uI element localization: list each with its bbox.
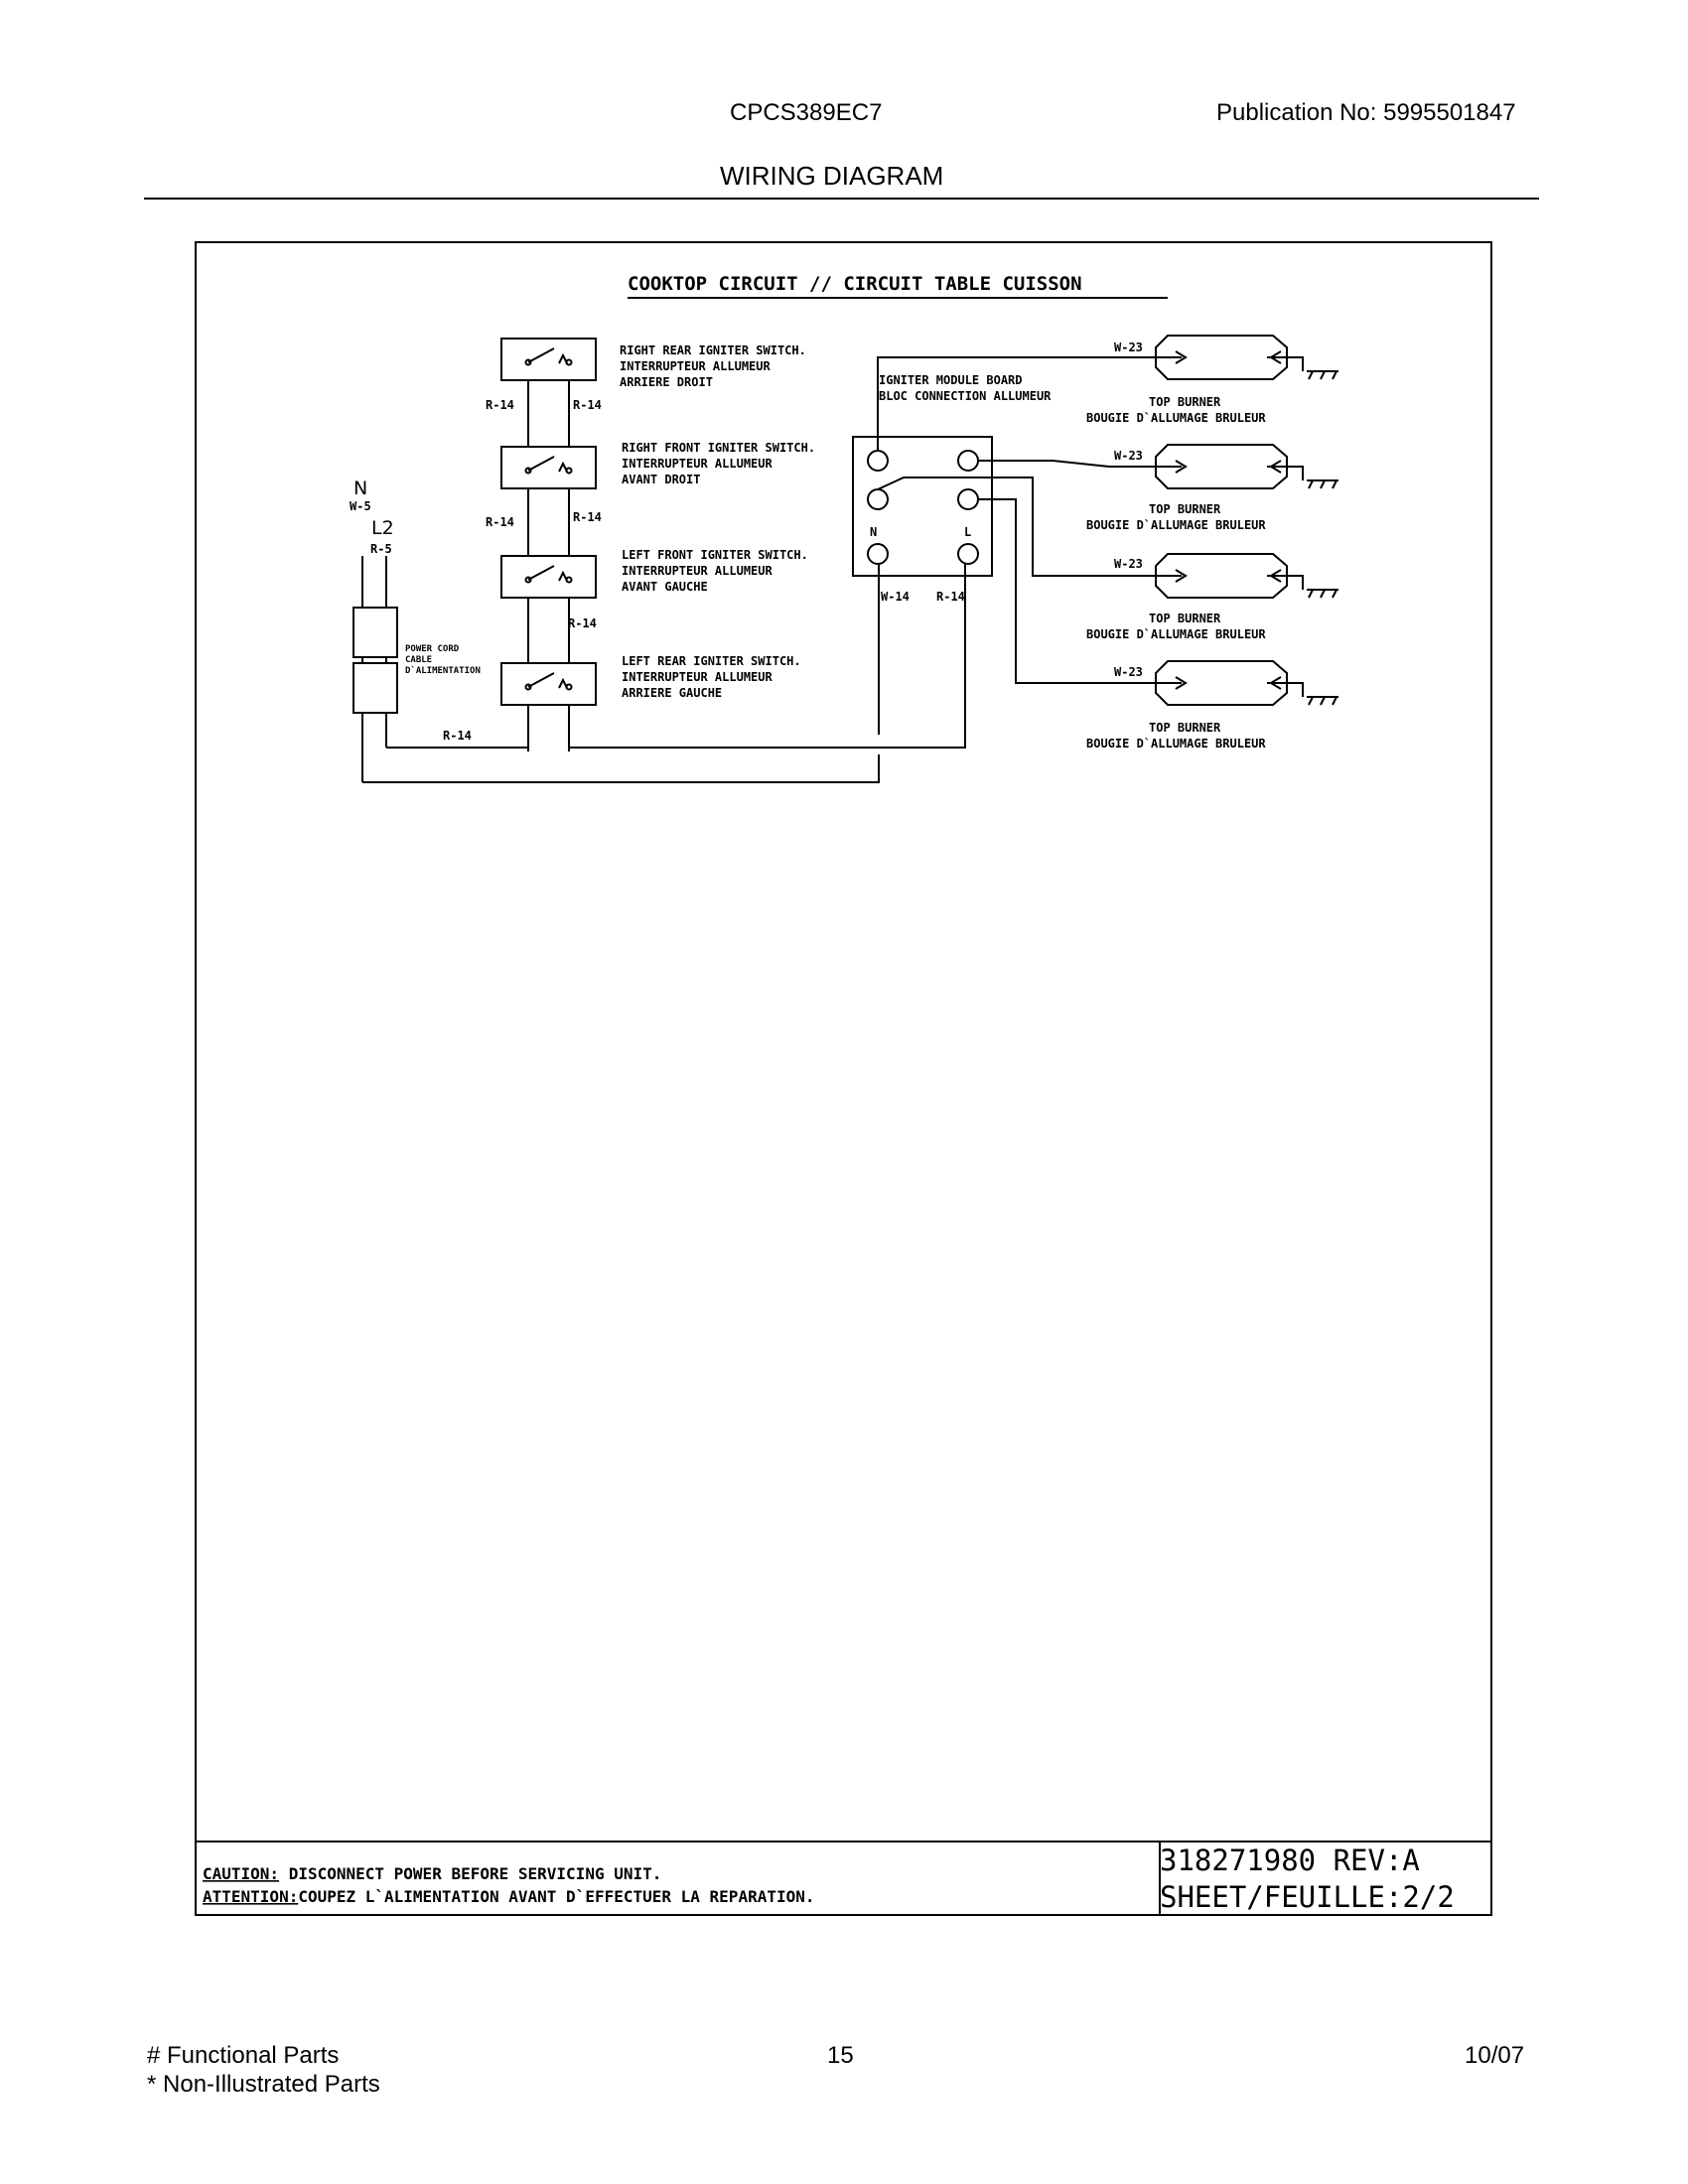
- module-labels: IGNITER MODULE BOARD BLOC CONNECTION ALL…: [870, 373, 1052, 539]
- burner-label-line: BOUGIE D`ALLUMAGE BRULEUR: [1086, 518, 1266, 532]
- revision-date: 10/07: [1465, 2042, 1525, 2069]
- switch-right-rear: [500, 338, 597, 381]
- sheet-number: SHEET/FEUILLE:2/2: [1160, 1880, 1455, 1914]
- wire-label-r14: R-14: [573, 398, 602, 412]
- wire-label-r14: R-14: [568, 616, 597, 630]
- page-number: 15: [827, 2042, 854, 2069]
- page-title: WIRING DIAGRAM: [720, 161, 944, 191]
- burner-label-line: TOP BURNER: [1149, 395, 1221, 409]
- switch-label-line: ARRIERE DROIT: [620, 375, 713, 389]
- wire-label-r14: R-14: [936, 590, 965, 604]
- publication-number: Publication No: 5995501847: [1216, 99, 1516, 126]
- diagram-frame: [195, 241, 1492, 1916]
- wire-label-r14: R-14: [486, 515, 514, 529]
- burner-label-line: TOP BURNER: [1149, 612, 1221, 625]
- power-cord-label-line: CABLE: [405, 655, 432, 665]
- switch-label-line: AVANT GAUCHE: [622, 580, 708, 594]
- wire-label-r5: R-5: [370, 542, 392, 556]
- header-divider: [144, 198, 1539, 200]
- burner-label-line: TOP BURNER: [1149, 502, 1221, 516]
- burner-electrode: [1109, 335, 1338, 380]
- module-terminal-n: N: [870, 525, 877, 539]
- switch-label-line: RIGHT REAR IGNITER SWITCH.: [620, 343, 806, 357]
- wire-label-w5: W-5: [350, 499, 371, 513]
- switch-left-front: [500, 555, 597, 599]
- burner-label-line: TOP BURNER: [1149, 721, 1221, 735]
- wire-label-r14: R-14: [573, 510, 602, 524]
- switch-right-front: [500, 446, 597, 489]
- module-terminal-l: L: [964, 525, 971, 539]
- attention-label: ATTENTION:: [203, 1887, 298, 1906]
- burner-wire-label: W-23: [1114, 557, 1143, 571]
- wire-label-w14: W-14: [881, 590, 910, 604]
- burner-labels: W-23 TOP BURNER BOUGIE D`ALLUMAGE BRULEU…: [1086, 341, 1266, 751]
- switch-left-rear: [500, 662, 597, 706]
- switch-column: [500, 338, 597, 751]
- attention-line: ATTENTION:COUPEZ L`ALIMENTATION AVANT D`…: [203, 1887, 815, 1906]
- caution-block: CAUTION: DISCONNECT POWER BEFORE SERVICI…: [203, 1864, 815, 1906]
- non-illustrated-note: * Non-Illustrated Parts: [147, 2071, 380, 2098]
- wire-label-r14: R-14: [486, 398, 514, 412]
- burner-electrode: [1109, 444, 1338, 489]
- switch-label-line: INTERRUPTEUR ALLUMEUR: [622, 457, 773, 471]
- burner-wire-label: W-23: [1114, 665, 1143, 679]
- caution-line: CAUTION: DISCONNECT POWER BEFORE SERVICI…: [203, 1864, 661, 1883]
- switch-label-line: LEFT REAR IGNITER SWITCH.: [622, 654, 801, 668]
- burner-wire-label: W-23: [1114, 449, 1143, 463]
- burner-label-line: BOUGIE D`ALLUMAGE BRULEUR: [1086, 737, 1266, 751]
- igniter-module: [852, 356, 1110, 684]
- switch-labels: RIGHT REAR IGNITER SWITCH. INTERRUPTEUR …: [620, 343, 815, 700]
- wire-label-r14: R-14: [443, 729, 472, 743]
- neutral-label: N: [353, 478, 367, 499]
- burner-wire-label: W-23: [1114, 341, 1143, 354]
- power-cord: [352, 556, 398, 782]
- switch-label-line: LEFT FRONT IGNITER SWITCH.: [622, 548, 808, 562]
- module-label-line: BLOC CONNECTION ALLUMEUR: [879, 389, 1052, 403]
- switch-label-line: RIGHT FRONT IGNITER SWITCH.: [622, 441, 815, 455]
- switch-label-line: ARRIERE GAUCHE: [622, 686, 722, 700]
- burner-label-line: BOUGIE D`ALLUMAGE BRULEUR: [1086, 411, 1266, 425]
- power-cord-label-line: POWER CORD: [405, 644, 460, 654]
- attention-text: COUPEZ L`ALIMENTATION AVANT D`EFFECTUER …: [298, 1887, 814, 1906]
- switch-label-line: INTERRUPTEUR ALLUMEUR: [620, 359, 771, 373]
- burner-electrode: [1109, 660, 1338, 706]
- functional-parts-note: # Functional Parts: [147, 2042, 340, 2069]
- model-number: CPCS389EC7: [730, 99, 883, 126]
- switch-label-line: AVANT DROIT: [622, 473, 700, 486]
- burner-label-line: BOUGIE D`ALLUMAGE BRULEUR: [1086, 627, 1266, 641]
- switch-label-line: INTERRUPTEUR ALLUMEUR: [622, 670, 773, 684]
- circuit-title: COOKTOP CIRCUIT // CIRCUIT TABLE CUISSON: [628, 273, 1082, 295]
- burners: [1109, 335, 1338, 706]
- drawing-number: 318271980 REV:A: [1160, 1843, 1420, 1877]
- caution-text: DISCONNECT POWER BEFORE SERVICING UNIT.: [279, 1864, 661, 1883]
- bottom-wires: [362, 564, 966, 783]
- module-label-line: IGNITER MODULE BOARD: [879, 373, 1023, 387]
- power-cord-label-line: D`ALIMENTATION: [405, 665, 481, 676]
- power-cord-label: POWER CORD CABLE D`ALIMENTATION: [405, 644, 481, 676]
- wire-labels: R-14 R-14 R-14 R-14 R-14 R-14 W-14 R-14 …: [350, 398, 965, 743]
- line2-label: L2: [371, 517, 394, 539]
- switch-label-line: INTERRUPTEUR ALLUMEUR: [622, 564, 773, 578]
- burner-electrode: [1109, 553, 1338, 599]
- caution-label: CAUTION:: [203, 1864, 279, 1883]
